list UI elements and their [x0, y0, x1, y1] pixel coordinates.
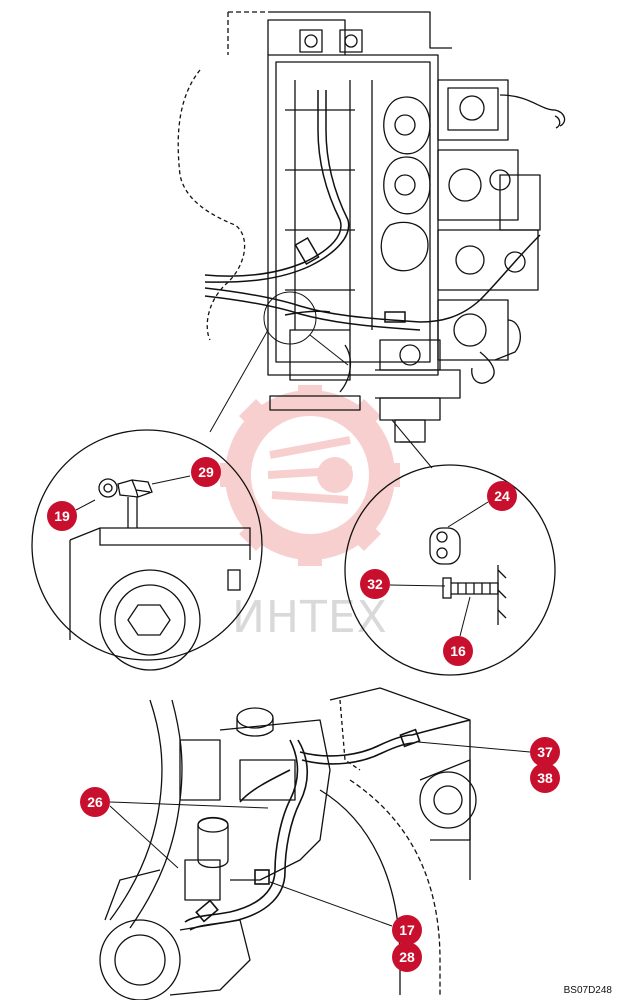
figure-code: BS07D248 [563, 985, 612, 996]
callout-label-29: 29 [198, 464, 214, 480]
detail-circle-left [31, 429, 263, 671]
callout-label-32: 32 [367, 576, 383, 592]
callout-37-38: 37 38 [417, 737, 560, 793]
detail-leader-lines [209, 291, 433, 469]
callout-19: 19 [47, 499, 96, 531]
engine-lower-harness [184, 719, 471, 931]
watermark-text: ИНТЕХ [232, 592, 388, 643]
callout-label-28: 28 [399, 949, 415, 965]
callout-label-37: 37 [537, 744, 553, 760]
callout-label-26: 26 [87, 794, 103, 810]
callout-label-17: 17 [399, 922, 415, 938]
callout-29: 29 [151, 457, 221, 487]
engine-upper-drawing [177, 11, 566, 443]
callout-32: 32 [360, 569, 446, 599]
callout-26: 26 [80, 787, 269, 869]
watermark-gear-logo [220, 385, 400, 566]
callout-24: 24 [447, 481, 517, 528]
detail-circle-right [344, 464, 556, 676]
callout-label-38: 38 [537, 770, 553, 786]
callout-label-16: 16 [450, 643, 466, 659]
callout-label-24: 24 [494, 488, 510, 504]
engine-wire-harness [204, 90, 541, 331]
callout-label-19: 19 [54, 508, 70, 524]
callout-17-28: 17 28 [269, 881, 422, 972]
callout-16: 16 [443, 596, 473, 666]
